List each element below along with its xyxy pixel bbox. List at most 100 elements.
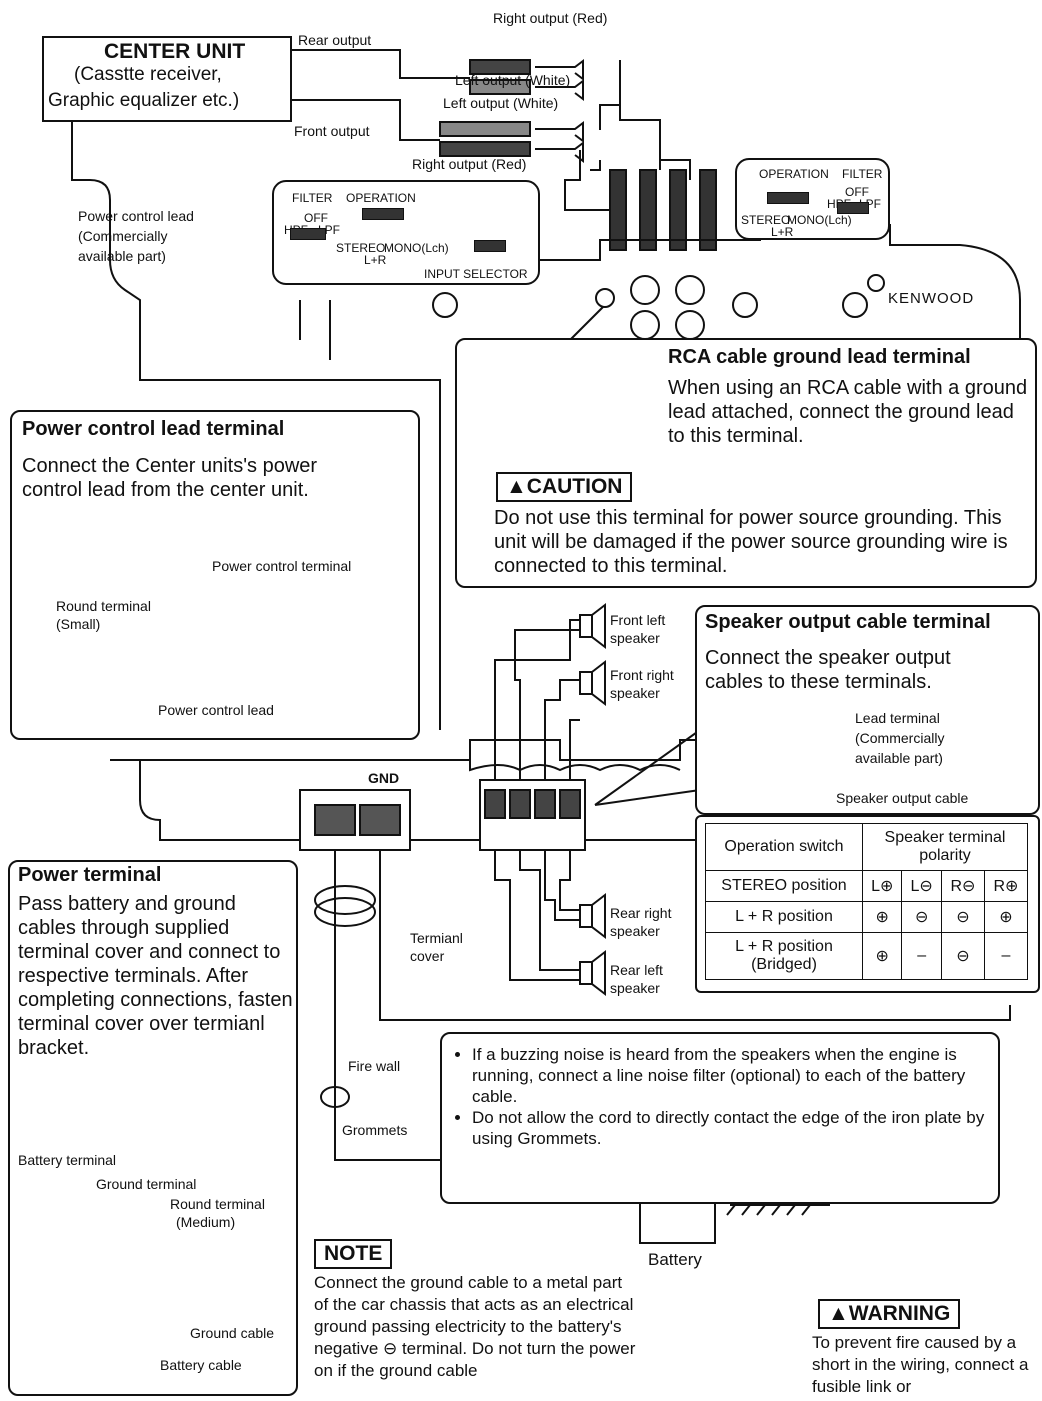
panel-mono-label: MONO(Lch)	[384, 241, 449, 255]
terminal-cover-ring	[314, 885, 376, 915]
rca-plug-front-left	[439, 121, 531, 137]
arrow-4	[535, 141, 584, 163]
ground-cable-label: Ground cable	[190, 1325, 275, 1341]
brand-logo: KENWOOD	[888, 290, 975, 307]
rear-left-speaker-label-2: speaker	[610, 980, 660, 996]
speaker-output-title: Speaker output cable terminal	[705, 611, 991, 633]
warning-body: To prevent fire caused by a short in the…	[812, 1333, 1029, 1396]
polarity-cell: ⊖	[940, 901, 985, 933]
right-output-top-label: Right output (Red)	[493, 10, 608, 26]
grommet-icon	[320, 1086, 350, 1108]
terminal-cover-label-1: Termianl	[410, 930, 463, 946]
notes-list: If a buzzing noise is heard from the spe…	[458, 1044, 988, 1149]
front-left-speaker-label-2: speaker	[610, 630, 660, 646]
operation-switch-right[interactable]	[767, 192, 809, 204]
front-right-speaker-label-2: speaker	[610, 685, 660, 701]
panel-stereo-label-right: STEREO	[741, 213, 791, 227]
rear-left-speaker-icon	[579, 949, 606, 997]
rca-plug-rear-right	[469, 59, 531, 75]
battery-cable-label: Battery cable	[160, 1357, 242, 1373]
panel-off-label: OFF	[304, 211, 328, 225]
rear-left-speaker-label-1: Rear left	[610, 962, 663, 978]
rear-output-wire	[290, 49, 470, 79]
rca-ground-title: RCA cable ground lead terminal	[668, 346, 971, 368]
panel-stereo-label: STEREO	[336, 241, 386, 255]
table-row: L + R position ⊕ ⊖ ⊖ ⊕	[705, 901, 1029, 933]
gnd-label: GND	[368, 770, 400, 786]
power-terminal-callout	[8, 860, 298, 1396]
power-control-body: Connect the Center units's power control…	[22, 455, 318, 501]
rca-jack-1	[630, 275, 660, 305]
power-control-lead-wire	[71, 120, 441, 730]
rca-jack-2	[675, 275, 705, 305]
polarity-header-polarity: Speaker terminal polarity	[862, 823, 1028, 871]
power-control-lead-label-2: (Commercially	[78, 228, 168, 244]
rca-ground-callout	[455, 338, 1037, 588]
front-right-speaker-label-1: Front right	[610, 667, 674, 683]
power-terminal-title: Power terminal	[18, 864, 162, 886]
panel-filter-label: FILTER	[292, 191, 333, 205]
round-terminal-medium-size: (Medium)	[176, 1214, 236, 1230]
center-unit-box: CENTER UNIT (Casstte receiver, Graphic e…	[42, 36, 292, 122]
rca-ground-body: When using an RCA cable with a ground le…	[668, 377, 1028, 447]
panel-filter-label-right: FILTER	[842, 167, 883, 181]
battery-terminal-label: Battery terminal	[18, 1152, 117, 1168]
caution-tag: ▲CAUTION	[496, 472, 633, 502]
notes-box: If a buzzing noise is heard from the spe…	[440, 1032, 1000, 1204]
frequency-knob	[842, 292, 868, 318]
arrow-2	[535, 79, 584, 101]
front-left-speaker-label-1: Front left	[610, 612, 666, 628]
speaker-output-cable-label: Speaker output cable	[836, 790, 969, 806]
polarity-cell: –	[983, 932, 1029, 980]
round-terminal-small-size: (Small)	[56, 616, 101, 632]
front-output-wire	[290, 99, 440, 141]
front-output-label: Front output	[294, 123, 370, 139]
rear-right-speaker-label-1: Rear right	[610, 905, 672, 921]
polarity-header-operation: Operation switch	[705, 823, 863, 871]
list-item: Do not allow the cord to directly contac…	[472, 1107, 988, 1149]
power-control-lead-label-3: available part)	[78, 248, 166, 264]
filter-switch[interactable]	[290, 228, 326, 240]
lead-terminal-label-1: Lead terminal	[855, 710, 940, 726]
polarity-cell: R⊖	[940, 870, 985, 902]
caution-body: Do not use this terminal for power sourc…	[494, 507, 1008, 577]
power-control-lead-diagram-label: Power control lead	[158, 702, 274, 718]
panel-off-label-right: OFF	[845, 185, 869, 199]
battery-label: Battery	[648, 1250, 702, 1269]
panel-operation-label: OPERATION	[346, 191, 416, 205]
note-tag: NOTE	[314, 1239, 393, 1269]
list-item: If a buzzing noise is heard from the spe…	[472, 1044, 988, 1107]
lead-terminal-label-2: (Commercially	[855, 730, 945, 746]
rca-ground-terminal	[595, 288, 615, 308]
right-switch-panel: OPERATION FILTER OFF HPF LPF STEREO MONO…	[735, 158, 890, 240]
center-unit-line1: (Casstte receiver,	[74, 64, 222, 85]
polarity-cell: ⊕	[861, 901, 903, 933]
note-body: Connect the ground cable to a metal part…	[314, 1273, 636, 1380]
polarity-cell: ⊖	[940, 932, 985, 980]
polarity-cell: ⊕	[861, 932, 903, 980]
polarity-cell: ⊖	[901, 901, 942, 933]
gain-knob-left	[432, 292, 458, 318]
rca-jack-3	[630, 310, 660, 340]
center-unit-line2: Graphic equalizer etc.)	[48, 90, 240, 111]
center-unit-title: CENTER UNIT	[104, 40, 246, 63]
grommets-label: Grommets	[342, 1122, 408, 1138]
left-output-label-1: Left output (White)	[455, 72, 571, 88]
gain-knob-right	[732, 292, 758, 318]
speaker-output-body: Connect the speaker output cables to the…	[705, 647, 951, 693]
lead-terminal-label-3: available part)	[855, 750, 943, 766]
polarity-cell: –	[901, 932, 942, 980]
rca-plug-front-right	[439, 141, 531, 157]
filter-switch-right[interactable]	[837, 202, 869, 214]
polarity-cell: ⊕	[983, 901, 1029, 933]
input-selector-switch[interactable]	[474, 240, 506, 252]
round-terminal-medium-label: Round terminal	[170, 1196, 265, 1212]
round-terminal-small-label: Round terminal	[56, 598, 151, 614]
polarity-cell: L⊕	[861, 870, 903, 902]
panel-lr-label-right: L+R	[771, 225, 794, 239]
operation-switch[interactable]	[362, 208, 404, 220]
power-control-title: Power control lead terminal	[22, 418, 285, 440]
polarity-cell: R⊕	[983, 870, 1029, 902]
left-switch-panel: FILTER OPERATION OFF HPF LPF STEREO MONO…	[272, 180, 540, 285]
rear-right-speaker-icon	[579, 892, 606, 940]
